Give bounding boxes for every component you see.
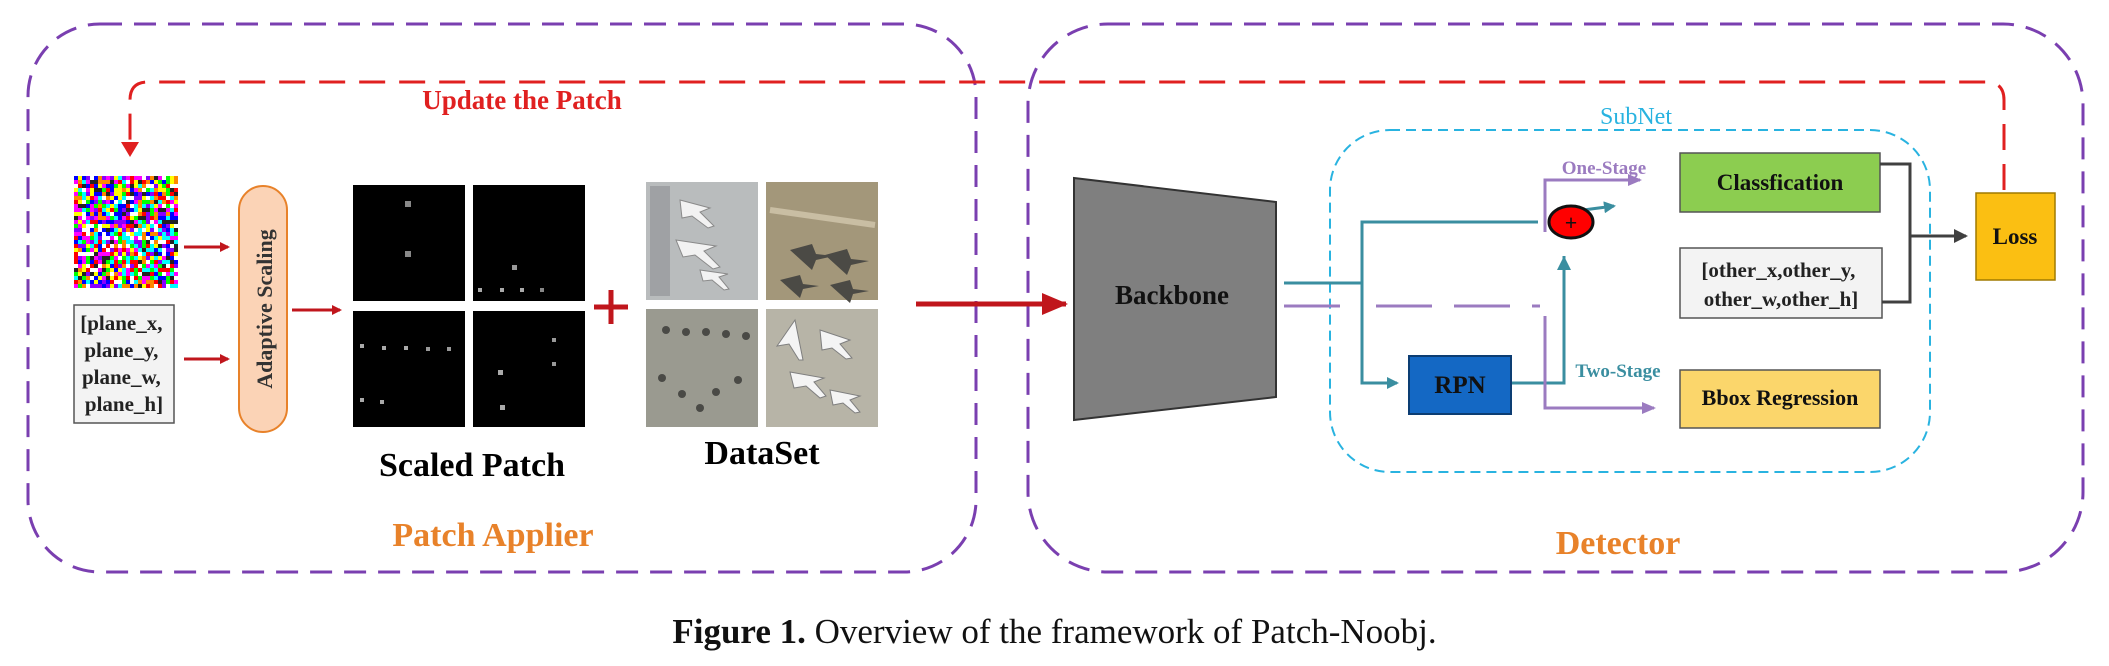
- svg-text:Bbox Regression: Bbox Regression: [1702, 385, 1859, 410]
- svg-text:Loss: Loss: [1993, 224, 2038, 249]
- figure-caption-label: Figure 1.: [672, 612, 806, 651]
- coords-line: plane_y,: [84, 338, 158, 362]
- one-stage-label: One-Stage: [1562, 158, 1646, 179]
- dataset-grid: [646, 182, 878, 427]
- plane-coords-box: [plane_x, plane_y, plane_w, plane_h]: [73, 304, 175, 424]
- svg-text:+: +: [1565, 210, 1578, 235]
- update-arrow: [128, 80, 2006, 190]
- bbox-regression-block: Bbox Regression: [1679, 369, 1881, 429]
- figure-caption: Figure 1. Overview of the framework of P…: [0, 612, 2109, 652]
- teal-connectors: [1284, 201, 1616, 389]
- classification-block: Classfication: [1679, 152, 1881, 213]
- rpn-block: RPN: [1408, 355, 1512, 415]
- svg-text:[other_x,other_y, other_: [other_x,other_y, other_w,other_h]: [1701, 258, 1860, 311]
- update-label: Update the Patch: [422, 85, 621, 115]
- adaptive-scaling-block: Adaptive Scaling: [238, 185, 288, 433]
- update-arrow-head: [121, 142, 139, 157]
- coords-line: plane_w,: [82, 365, 161, 389]
- svg-text:RPN: RPN: [1434, 372, 1485, 399]
- other-line: other_w,other_h]: [1704, 287, 1859, 311]
- scaled-patch-label: Scaled Patch: [379, 447, 565, 484]
- dataset-label: DataSet: [704, 435, 820, 472]
- noise-patch: [74, 176, 178, 288]
- subnet-label: SubNet: [1600, 104, 1672, 130]
- svg-text:Classfication: Classfication: [1717, 170, 1844, 195]
- svg-text:Backbone: Backbone: [1115, 280, 1229, 310]
- teal-up-arrow-head: [1557, 256, 1571, 270]
- plus-sign: [594, 290, 628, 324]
- detector-region: [1026, 22, 2085, 574]
- other-line: [other_x,other_y,: [1701, 258, 1855, 282]
- coords-line: [plane_x,: [80, 311, 162, 335]
- loss-connectors: [1880, 162, 1968, 304]
- svg-text:Adaptive Scaling: Adaptive Scaling: [252, 229, 277, 389]
- sum-node: +: [1547, 204, 1595, 240]
- two-stage-label: Two-Stage: [1575, 361, 1660, 382]
- patch-applier-region: [26, 22, 978, 574]
- other-coords-box: [other_x,other_y, other_w,other_h]: [1679, 247, 1883, 319]
- figure-caption-text: Overview of the framework of Patch-Noobj…: [805, 612, 1437, 651]
- loss-block: Loss: [1975, 192, 2056, 281]
- subnet-region: [1329, 129, 1931, 473]
- backbone-block: Backbone: [1073, 176, 1277, 422]
- svg-text:[plane_x, plane_y,: [plane_x, plane_y, plane_w, plane_h]: [80, 311, 168, 416]
- coords-line: plane_h]: [85, 392, 163, 416]
- scaled-patch-grid: [353, 185, 585, 427]
- diagram-canvas: Update the Patch [plane_x, plane_y, plan…: [26, 22, 2085, 574]
- patch-applier-title: Patch Applier: [392, 517, 593, 554]
- detector-title: Detector: [1556, 525, 1681, 562]
- purple-connectors: [1284, 174, 1656, 414]
